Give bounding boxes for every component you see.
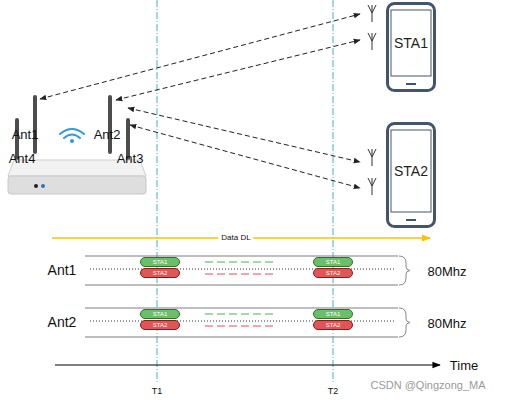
direction-label: Data DL: [218, 234, 253, 242]
station-slot: STA1: [313, 309, 353, 319]
slot-label: STA1: [140, 259, 180, 265]
slot-label: STA1: [313, 259, 353, 265]
channel-band: [85, 256, 410, 285]
bandwidth-label: 80Mhz: [427, 317, 466, 330]
radio-link-arrows: [40, 14, 360, 188]
slot-label: STA2: [140, 322, 180, 328]
time-marker-lines: [157, 0, 333, 383]
bandwidth-label: 80Mhz: [427, 265, 466, 278]
axis-label: Time: [450, 359, 478, 372]
slot-label: STA2: [313, 270, 353, 276]
station-name: STA1: [386, 36, 436, 50]
slot-label: STA1: [313, 311, 353, 317]
slot-label: STA2: [313, 322, 353, 328]
antenna-name: Ant2: [48, 315, 77, 329]
router-illustration: [8, 97, 146, 194]
sta-antenna-symbols: [368, 5, 376, 195]
time-marker-label: T1: [152, 387, 163, 396]
antenna-name: Ant4: [9, 152, 36, 165]
time-marker-label: T2: [328, 387, 339, 396]
antenna-name: Ant1: [12, 128, 39, 141]
station-slot: STA2: [140, 268, 180, 278]
station-phone: STA1: [386, 2, 436, 92]
antenna-name: Ant1: [48, 263, 77, 277]
antenna-name: Ant3: [117, 152, 144, 165]
station-slot: STA2: [313, 268, 353, 278]
antenna-name: Ant2: [94, 128, 121, 141]
time-axis: [55, 364, 440, 365]
watermark: CSDN @Qingzong_MA: [370, 380, 485, 391]
station-slot: STA2: [313, 320, 353, 330]
station-phone: STA2: [386, 122, 436, 228]
slot-label: STA2: [140, 270, 180, 276]
station-slot: STA1: [313, 257, 353, 267]
channel-band: [85, 308, 410, 337]
station-name: STA2: [386, 164, 436, 178]
station-slot: STA1: [140, 309, 180, 319]
slot-label: STA1: [140, 311, 180, 317]
station-slot: STA2: [140, 320, 180, 330]
station-slot: STA1: [140, 257, 180, 267]
